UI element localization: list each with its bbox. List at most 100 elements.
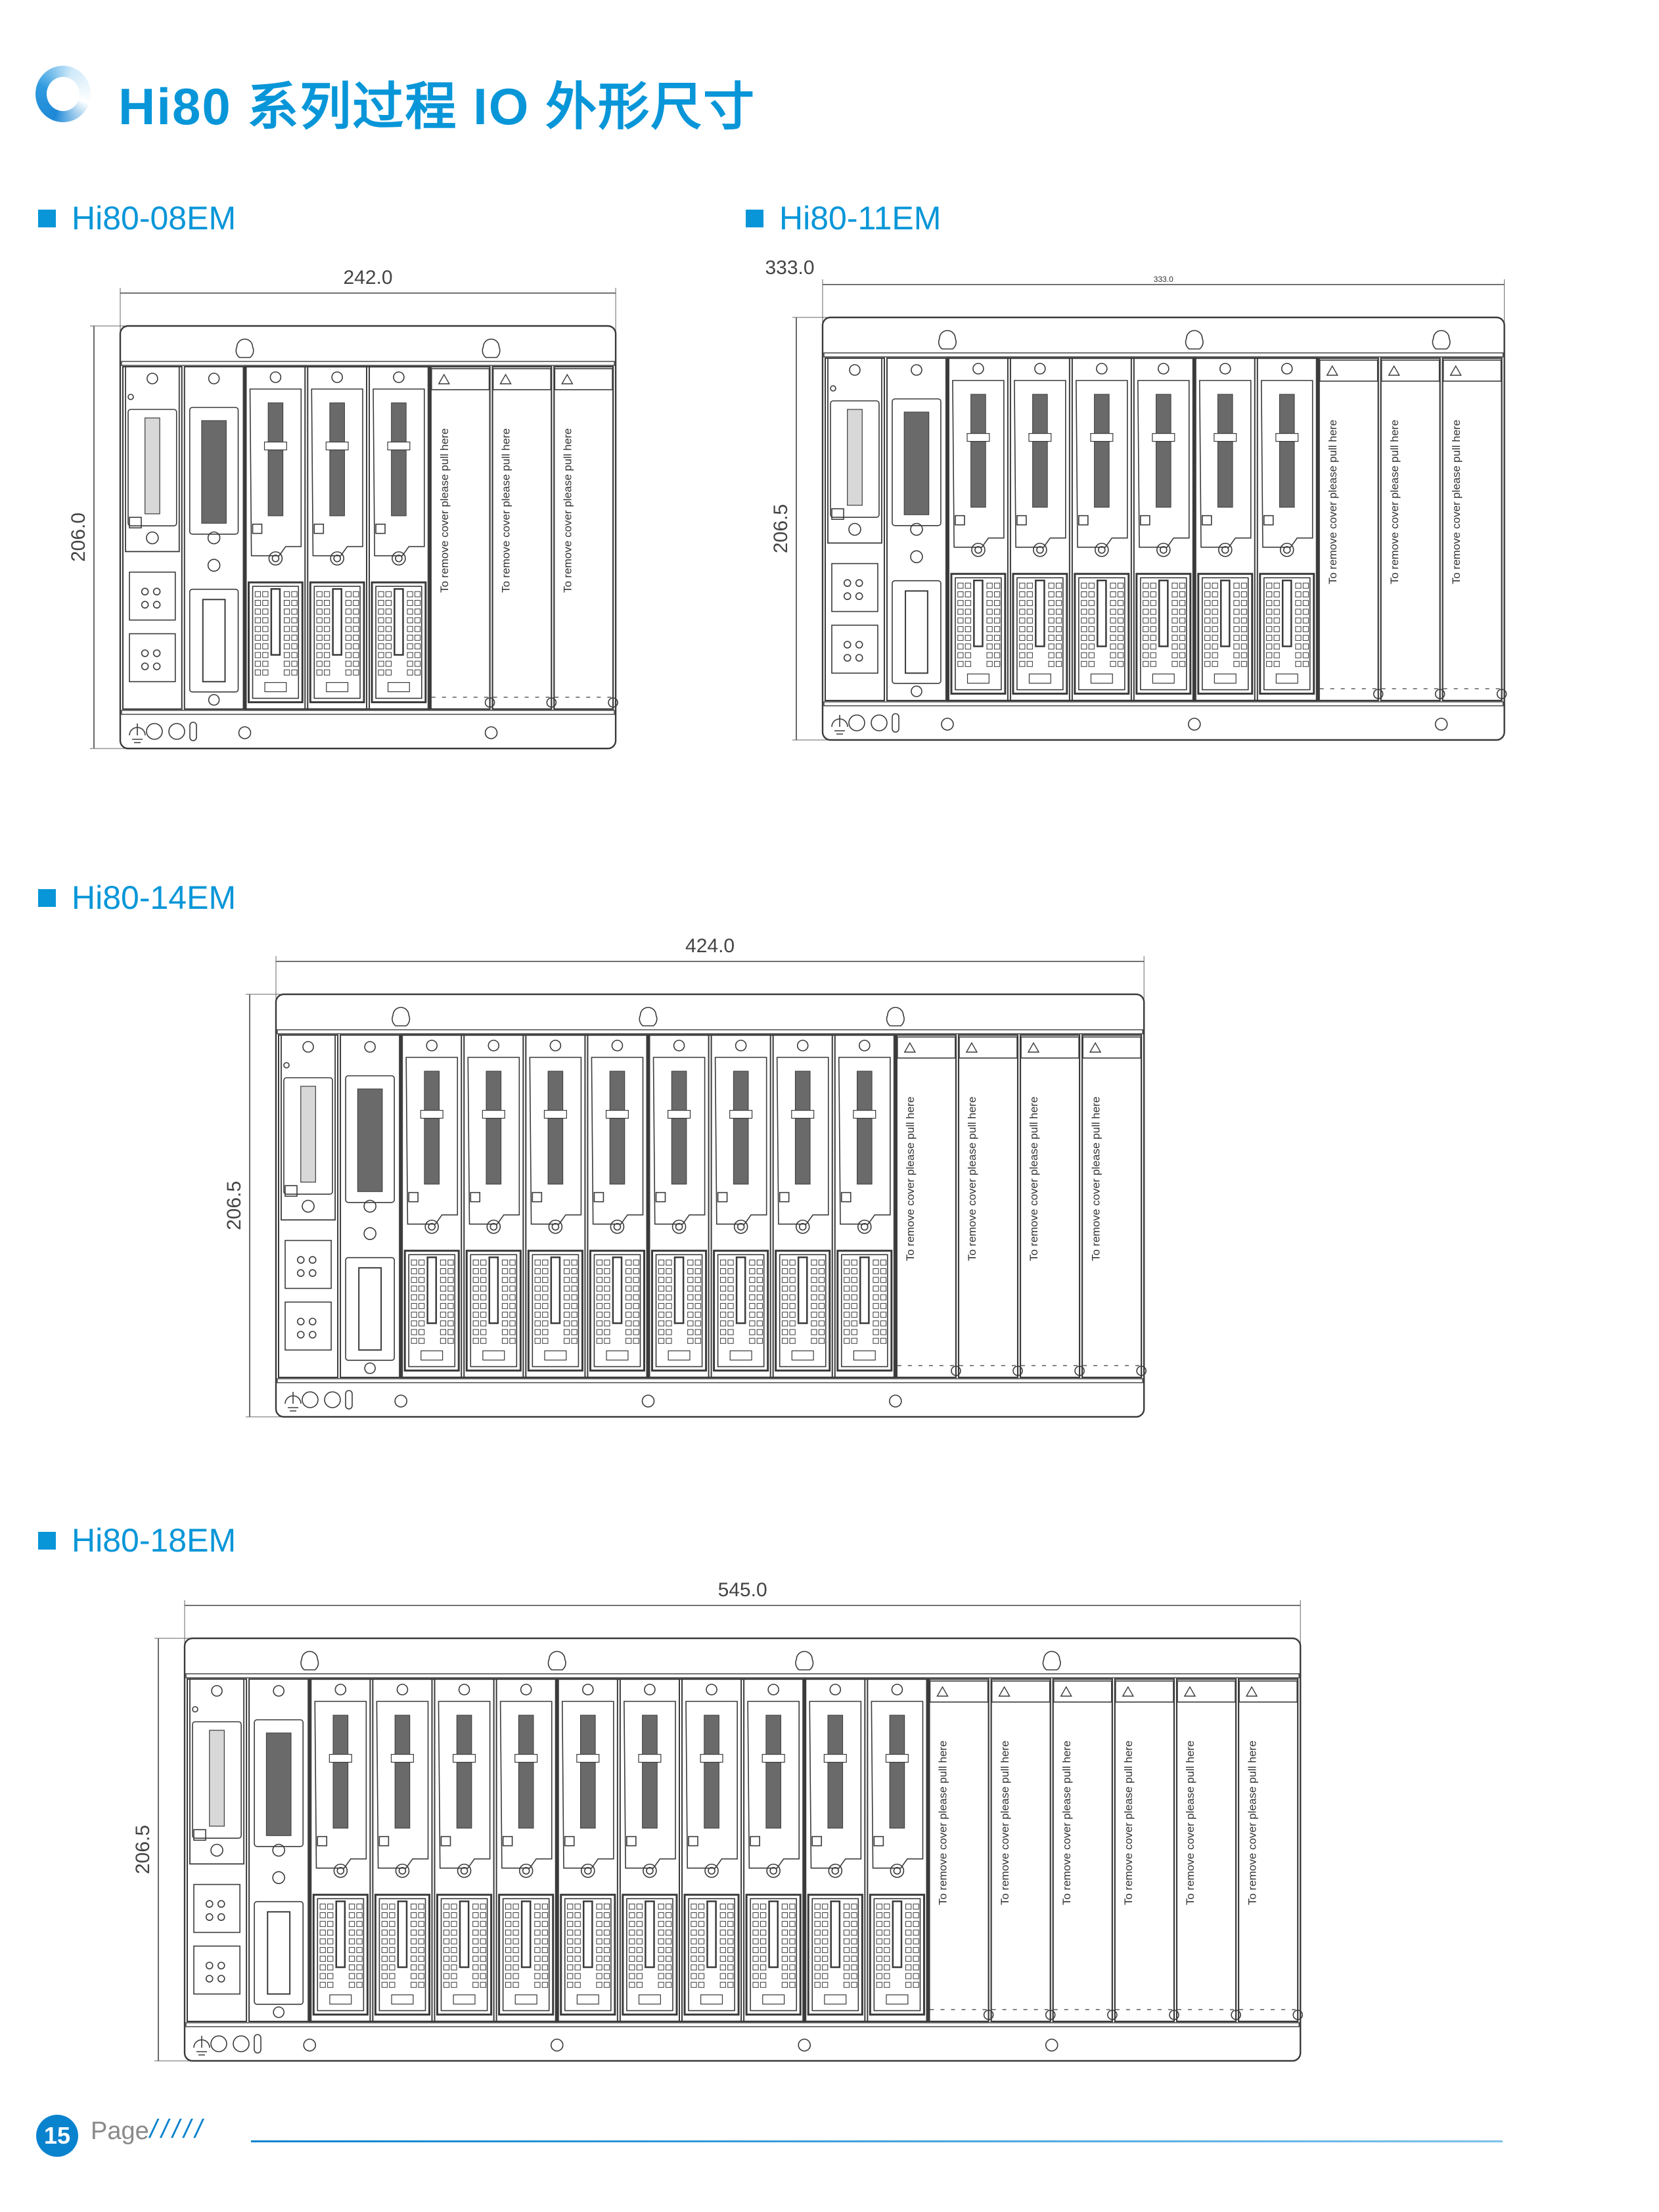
terminal-pin bbox=[1110, 582, 1116, 589]
blank-cover bbox=[430, 365, 491, 710]
terminal-pin bbox=[567, 1921, 574, 1927]
blank-cover-header bbox=[1319, 359, 1378, 382]
hole-icon bbox=[363, 1199, 376, 1213]
terminal-pin bbox=[986, 652, 993, 658]
hole-icon bbox=[911, 685, 922, 697]
terminal-pin bbox=[880, 1294, 887, 1301]
terminal-pin bbox=[851, 1903, 857, 1910]
terminal-pin bbox=[691, 1903, 697, 1910]
terminal-pin bbox=[542, 1320, 549, 1327]
terminal-pin bbox=[719, 1294, 727, 1301]
terminal-pin bbox=[965, 660, 971, 667]
terminal-screw-icon bbox=[308, 1269, 317, 1278]
terminal-pin bbox=[1240, 660, 1248, 667]
terminal-pin bbox=[789, 1302, 796, 1309]
terminal-pin bbox=[440, 1337, 447, 1344]
pull-cover-label: To remove cover please pull here bbox=[1089, 1097, 1102, 1261]
terminal-pin bbox=[291, 626, 298, 632]
terminal-pin bbox=[447, 1294, 454, 1301]
terminal-screw-icon bbox=[308, 1331, 317, 1339]
terminal-pin bbox=[1110, 617, 1116, 624]
blank-cover bbox=[1318, 357, 1379, 702]
terminal-pin bbox=[571, 1302, 578, 1309]
io-connector-clip bbox=[885, 1754, 909, 1763]
terminal-pin bbox=[658, 1294, 665, 1301]
terminal-pin bbox=[512, 1947, 519, 1953]
terminal-pin bbox=[913, 1973, 919, 1979]
terminal-pin bbox=[472, 1312, 479, 1318]
terminal-pin bbox=[512, 1981, 519, 1988]
outline bbox=[626, 1898, 673, 2012]
terminal-pin bbox=[385, 591, 392, 597]
hole-icon bbox=[1219, 363, 1231, 375]
terminal-pin bbox=[843, 1973, 850, 1979]
io-module bbox=[310, 1678, 371, 2022]
terminal-pin bbox=[760, 1981, 767, 1988]
warning-triangle-icon bbox=[438, 373, 451, 384]
cpu-upper bbox=[189, 1678, 245, 1865]
outline bbox=[1197, 572, 1254, 695]
hole-icon bbox=[302, 1041, 314, 1053]
terminal-pin bbox=[905, 1921, 912, 1927]
terminal-pin bbox=[1302, 652, 1309, 658]
terminal-pin bbox=[636, 1921, 643, 1927]
section-heading-18em: Hi80-18EM bbox=[38, 1521, 236, 1559]
terminal-pin bbox=[567, 1964, 574, 1971]
terminal-pin bbox=[407, 609, 413, 615]
terminal-pin bbox=[876, 1947, 882, 1953]
terminal-pin bbox=[291, 660, 298, 667]
terminal-pin bbox=[567, 1938, 574, 1945]
terminal-pin bbox=[596, 1964, 602, 1971]
terminal-pin bbox=[596, 1929, 602, 1936]
terminal-tab bbox=[453, 1994, 476, 2005]
outline bbox=[683, 1893, 740, 2016]
terminal-pin bbox=[687, 1259, 694, 1266]
terminal-latch bbox=[426, 1256, 438, 1324]
io-connector bbox=[1156, 394, 1171, 508]
terminal-pin bbox=[324, 652, 330, 658]
terminal-pin bbox=[727, 1947, 734, 1953]
terminal-pin bbox=[480, 1259, 487, 1266]
blank-cover bbox=[957, 1034, 1019, 1379]
terminal-pin bbox=[345, 643, 352, 650]
terminal-pin bbox=[1240, 609, 1248, 615]
terminal-pin bbox=[1026, 652, 1033, 658]
comm-module bbox=[183, 366, 244, 710]
terminal-tab bbox=[420, 1350, 443, 1361]
led-icon bbox=[955, 515, 965, 526]
terminal-block bbox=[1074, 572, 1130, 695]
terminal-pin bbox=[913, 1964, 919, 1971]
terminal-pin bbox=[564, 1268, 570, 1274]
terminal-pin bbox=[603, 1956, 610, 1962]
terminal-pin bbox=[636, 1947, 643, 1953]
terminal-pin bbox=[719, 1929, 726, 1936]
terminal-pin bbox=[913, 1921, 919, 1927]
blank-module: To remove cover please pull here bbox=[957, 1034, 1023, 1379]
terminal-pin bbox=[876, 1921, 882, 1927]
terminal-pin bbox=[542, 1259, 549, 1266]
terminal-pin bbox=[1150, 600, 1156, 607]
io-connector-clip bbox=[1090, 433, 1114, 442]
keyhole-mount-icon bbox=[1185, 330, 1204, 350]
terminal-pin bbox=[604, 1285, 610, 1292]
led-icon bbox=[779, 1191, 790, 1203]
terminal-pin bbox=[756, 1312, 763, 1318]
terminal-pin bbox=[789, 1337, 796, 1344]
terminal-pin bbox=[691, 1956, 697, 1962]
terminal-pin bbox=[440, 1277, 447, 1283]
terminal-pin bbox=[749, 1277, 756, 1283]
terminal-pin bbox=[472, 1973, 479, 1979]
io-card bbox=[249, 388, 302, 557]
terminal-pin bbox=[291, 599, 298, 606]
terminal-pin bbox=[505, 1929, 512, 1936]
terminal-pin bbox=[316, 669, 323, 676]
terminal-pin bbox=[534, 1285, 541, 1292]
outline bbox=[836, 1249, 893, 1372]
terminal-pin bbox=[327, 1903, 334, 1910]
pull-cover-label: To remove cover please pull here bbox=[966, 1097, 978, 1261]
io-connector bbox=[733, 1071, 749, 1185]
hole-icon bbox=[1012, 1366, 1023, 1376]
outline bbox=[593, 1254, 641, 1368]
terminal-pin bbox=[604, 1302, 610, 1309]
terminal-pin bbox=[625, 1302, 632, 1309]
